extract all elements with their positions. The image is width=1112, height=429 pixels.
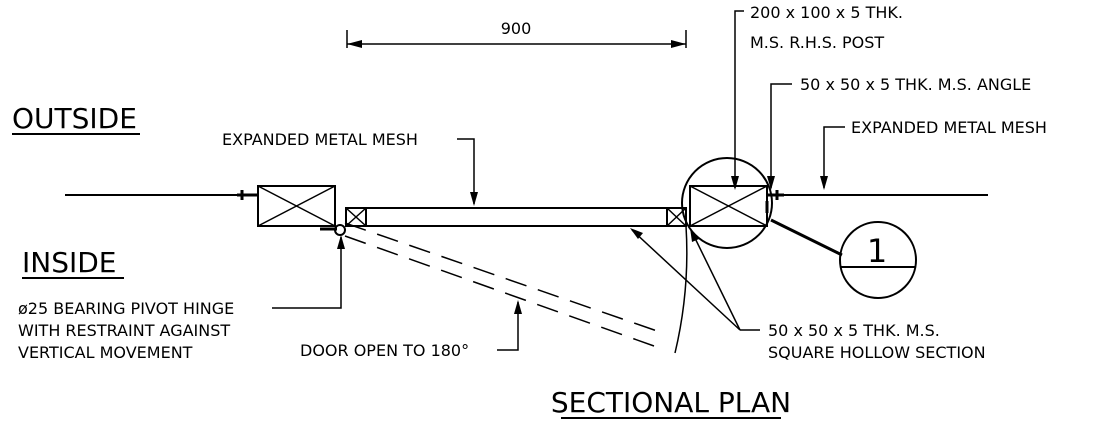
dimension-text: 900 (501, 19, 532, 38)
dimension-900: 900 (346, 19, 687, 48)
outside-label: OUTSIDE (12, 102, 137, 135)
door-swing-arc (674, 225, 688, 354)
door-open-dash-2 (344, 235, 655, 347)
leader-door-open: DOOR OPEN TO 180° (300, 300, 522, 360)
inside-label: INSIDE (22, 246, 117, 279)
hinge-label-line2: WITH RESTRAINT AGAINST (18, 321, 230, 340)
leader-post: 200 x 100 x 5 THK. M.S. R.H.S. POST (731, 3, 903, 190)
leader-shs-to-right (690, 229, 741, 331)
door-swing (344, 222, 688, 354)
detail-callout: 1 (681, 157, 917, 299)
post-left-box (257, 185, 336, 227)
leader-mesh-right-line (823, 126, 845, 188)
post-right (689, 185, 784, 227)
angle-label: 50 x 50 x 5 THK. M.S. ANGLE (800, 75, 1031, 94)
detail-leader (770, 218, 843, 257)
post-label-line1: 200 x 100 x 5 THK. (750, 3, 903, 22)
hinge-label-line3: VERTICAL MOVEMENT (18, 343, 193, 362)
shs-right (666, 207, 687, 227)
mesh-left-label: EXPANDED METAL MESH (222, 130, 418, 149)
door-open-dash-1 (344, 222, 661, 333)
mesh-right-label: EXPANDED METAL MESH (851, 118, 1047, 137)
leader-angle-line (770, 83, 792, 188)
leader-mesh-left: EXPANDED METAL MESH (222, 130, 478, 206)
leader-hinge-line (272, 237, 342, 309)
shs-left (345, 207, 367, 227)
post-left (237, 185, 337, 231)
detail-bubble (839, 221, 917, 299)
shs-label-line2: SQUARE HOLLOW SECTION (768, 343, 986, 362)
leader-door-open-line (497, 302, 519, 351)
leader-angle: 50 x 50 x 5 THK. M.S. ANGLE (767, 75, 1031, 190)
dimension-arrow-right (671, 40, 686, 48)
leader-shs: 50 x 50 x 5 THK. M.S. SQUARE HOLLOW SECT… (630, 228, 986, 362)
leader-shs-to-left (631, 229, 741, 331)
leader-mesh-right: EXPANDED METAL MESH (820, 118, 1047, 190)
gate-leaf (345, 207, 687, 227)
detail-circle (681, 157, 773, 249)
door-open-label: DOOR OPEN TO 180° (300, 341, 469, 360)
shs-label-line1: 50 x 50 x 5 THK. M.S. (768, 321, 940, 340)
leader-hinge: ø25 BEARING PIVOT HINGE WITH RESTRAINT A… (18, 235, 345, 362)
dimension-arrow-left (347, 40, 362, 48)
hinge-label-line1: ø25 BEARING PIVOT HINGE (18, 299, 234, 318)
post-label-line2: M.S. R.H.S. POST (750, 33, 884, 52)
detail-number: 1 (867, 232, 887, 270)
pivot-hinge-circle (334, 224, 346, 236)
gate-frame (345, 207, 687, 227)
leader-mesh-left-line (457, 138, 475, 204)
drawing-title: SECTIONAL PLAN (551, 386, 791, 419)
leader-post-line (734, 10, 744, 188)
